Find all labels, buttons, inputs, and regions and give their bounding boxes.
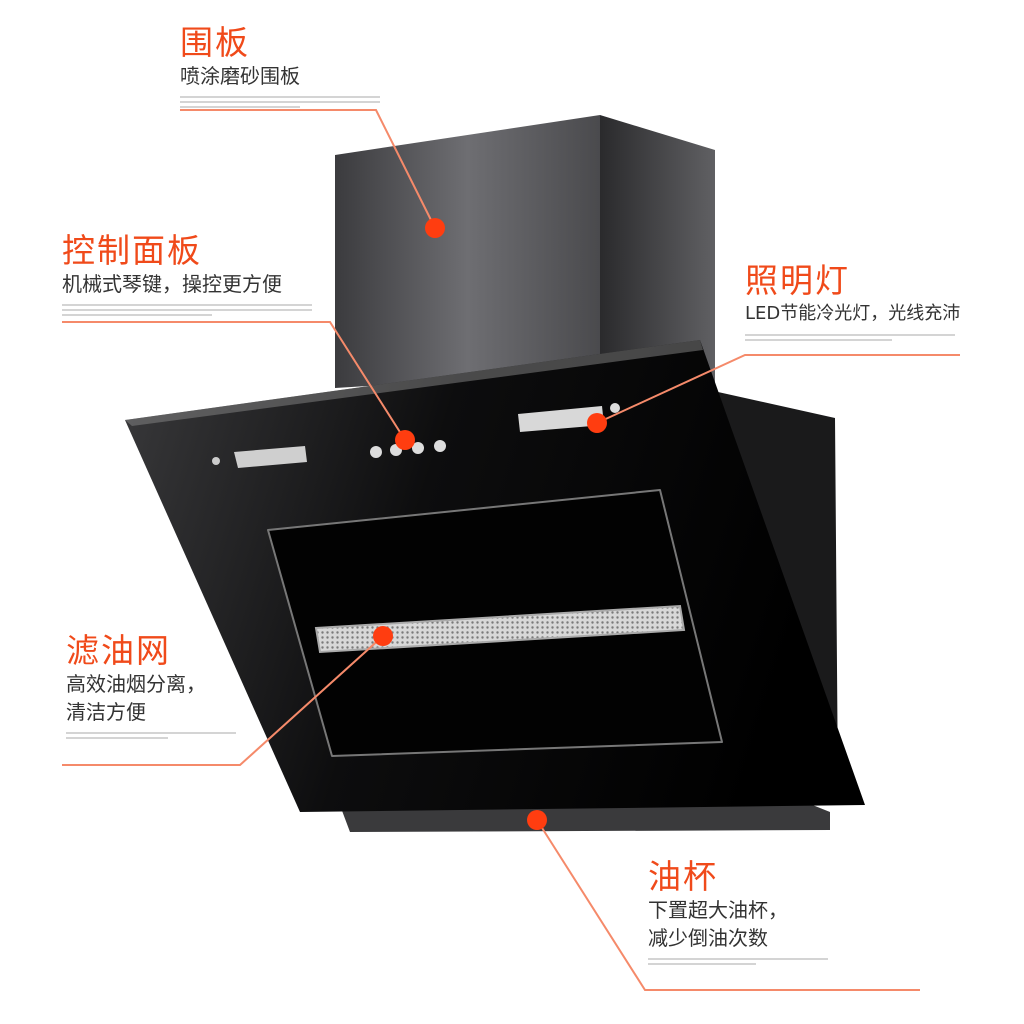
callout-desc: 下置超大油杯， [648,898,788,922]
callout-desc: 喷涂磨砂围板 [180,64,300,88]
callout-title: 控制面板 [62,231,202,270]
callout-desc: 清洁方便 [66,700,146,724]
marker-dot [373,626,393,646]
callout-title: 照明灯 [745,261,850,300]
callout-lighting: 照明灯 LED节能冷光灯，光线充沛 [745,262,960,344]
oil-filter-bar [314,604,686,654]
callout-desc: 减少倒油次数 [648,926,768,950]
callout-desc: LED节能冷光灯，光线充沛 [745,303,961,324]
callout-title: 滤油网 [66,631,171,670]
marker-dot [425,218,445,238]
markers [373,218,607,830]
chimney-side [600,115,715,400]
callout-title: 围板 [180,23,250,62]
callout-desc: 高效油烟分离， [66,672,206,696]
marker-dot [587,413,607,433]
callout-control-panel: 控制面板 机械式琴键，操控更方便 [62,232,312,319]
callout-desc: 机械式琴键，操控更方便 [62,272,282,296]
callout-panel: 围板 喷涂磨砂围板 [180,24,380,111]
brand-plate [234,446,307,468]
led-light-bar [518,406,604,432]
callout-title: 油杯 [648,857,718,896]
callout-oil-filter: 滤油网 高效油烟分离， 清洁方便 [66,632,236,742]
chimney-front [335,115,600,388]
callout-oil-cup: 油杯 下置超大油杯， 减少倒油次数 [648,858,828,968]
marker-dot [527,810,547,830]
marker-dot [395,430,415,450]
